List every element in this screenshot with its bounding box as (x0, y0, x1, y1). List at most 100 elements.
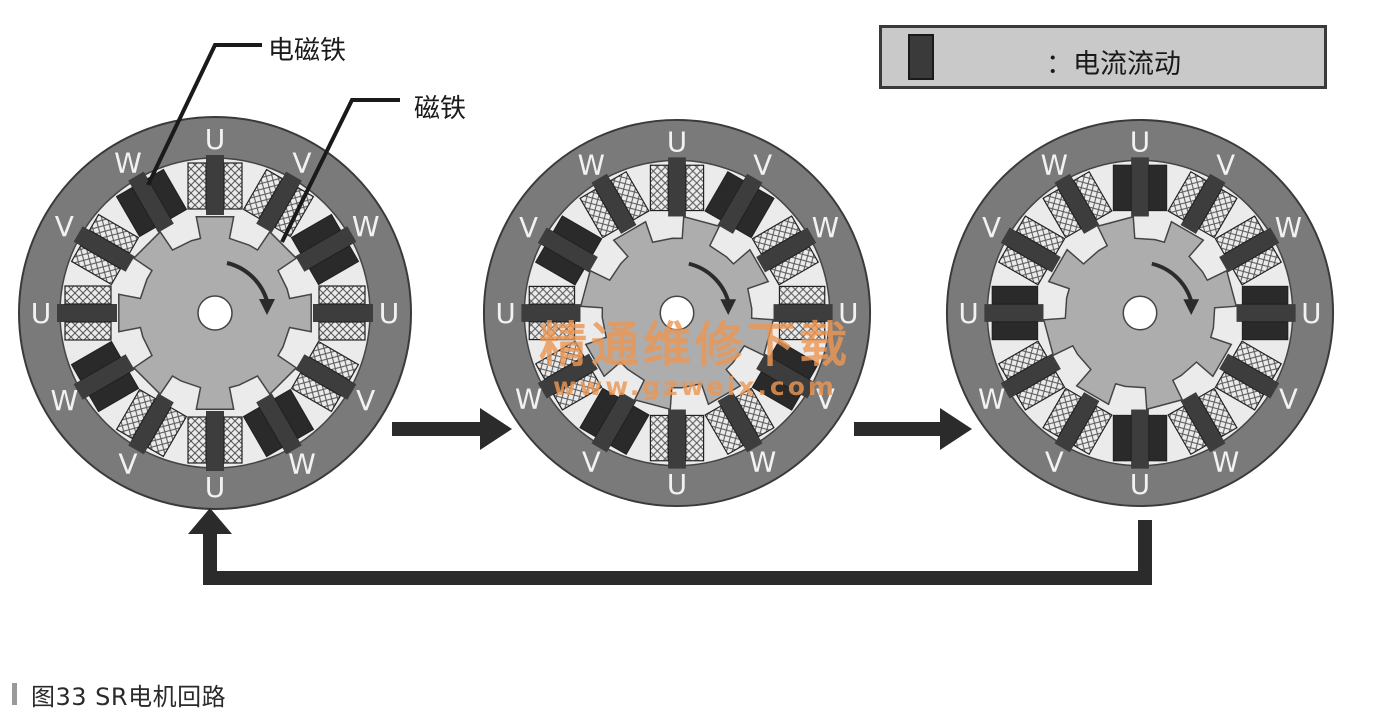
energized-coil (1112, 414, 1132, 462)
coil (997, 340, 1048, 381)
phase-label: W (749, 445, 776, 478)
stator-tooth (534, 340, 603, 411)
coil (146, 406, 188, 458)
stator-tooth (534, 215, 603, 286)
coil (187, 162, 207, 210)
phase-label: V (982, 211, 1001, 244)
phase-label: W (352, 210, 380, 243)
coil (751, 215, 802, 255)
energized-coil (1241, 321, 1289, 341)
electromagnet-leader (146, 43, 262, 186)
shaft-hole (1122, 295, 1158, 331)
phase-label: V (753, 148, 772, 181)
stator-tooth (1214, 340, 1283, 411)
phase-label: W (812, 211, 839, 244)
coil (308, 340, 360, 382)
coil (1072, 405, 1113, 456)
energized-coil (290, 213, 342, 255)
coil (1167, 405, 1208, 456)
phase-label: U (205, 471, 226, 504)
stator-tooth (1167, 387, 1238, 456)
phase-label: V (356, 384, 375, 417)
electromagnet-label: 电磁铁 (268, 36, 347, 66)
coil (735, 387, 775, 438)
energized-coil (273, 388, 315, 440)
coil (88, 213, 140, 255)
stator-tooth (984, 285, 1044, 341)
phase-label: V (292, 146, 311, 179)
energized-coil (1112, 164, 1132, 212)
stator-tooth (1112, 409, 1168, 469)
figure-caption: 图33 SR电机回路 (12, 674, 226, 714)
stator-tooth (997, 215, 1066, 286)
phase-label: V (118, 448, 137, 481)
stator-tooth (1112, 157, 1168, 217)
coil (1015, 215, 1066, 255)
stator-tooth (1167, 170, 1238, 239)
phase-label: U (1301, 297, 1321, 330)
stator-tooth (1236, 285, 1296, 341)
coil (778, 285, 826, 305)
energized-coil (242, 406, 284, 458)
phase-label: V (1279, 383, 1298, 416)
energized-coil (991, 321, 1039, 341)
phase-label: V (519, 211, 538, 244)
magnet-label: 磁铁 (414, 94, 467, 124)
energized-coil (991, 285, 1039, 305)
coil (1232, 340, 1283, 381)
phase-label: W (1212, 445, 1239, 478)
arrow-2-to-3 (854, 408, 972, 450)
phase-label: U (1130, 468, 1150, 501)
phase-label: W (288, 448, 316, 481)
phase-label: W (114, 146, 142, 179)
coil (769, 245, 820, 286)
stator-tooth (187, 155, 243, 215)
energized-coil (1241, 285, 1289, 305)
return-arrow (188, 508, 1152, 585)
stator-tooth (57, 285, 117, 341)
energized-coil (751, 371, 802, 411)
energized-coil (308, 244, 360, 286)
phase-label: W (1041, 148, 1068, 181)
stator-tooth (997, 340, 1066, 411)
coil (290, 371, 342, 413)
coil (552, 371, 603, 411)
energized-coil (609, 405, 650, 456)
coil (685, 164, 705, 212)
phase-label: U (667, 125, 687, 158)
phase-label: W (978, 383, 1005, 416)
phase-label: U (667, 468, 687, 501)
coil (223, 162, 243, 210)
energized-coil (146, 168, 188, 220)
stator-tooth (751, 215, 820, 286)
stator-tooth (1042, 170, 1113, 239)
stator-tooth (187, 411, 243, 471)
energized-coil (1148, 414, 1168, 462)
stator-tooth (70, 340, 140, 413)
stator-tooth (1042, 387, 1113, 456)
rotation-arrow-icon (226, 261, 275, 315)
coil (528, 321, 576, 341)
stator-tooth (115, 388, 188, 458)
phase-label: V (1045, 445, 1064, 478)
phase-label: W (515, 383, 542, 416)
stator-tooth (290, 340, 360, 413)
energized-coil (769, 340, 820, 381)
coil (1214, 371, 1265, 411)
coil (1167, 170, 1208, 221)
rotation-arrow-icon (688, 261, 737, 315)
stator-tooth (704, 387, 775, 456)
phase-label: W (578, 148, 605, 181)
energized-coil (1148, 164, 1168, 212)
coil (609, 170, 650, 221)
energized-coil (115, 186, 157, 238)
energized-coil (534, 245, 585, 286)
stator-tooth (70, 213, 140, 286)
coil (649, 414, 669, 462)
phase-label: W (50, 384, 78, 417)
coil (1042, 188, 1082, 239)
stator-tooth (1214, 215, 1283, 286)
